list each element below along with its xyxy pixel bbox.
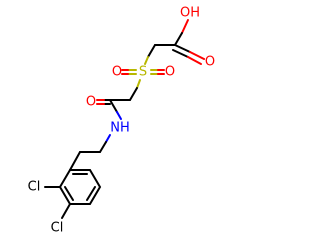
bond-ring-attach [69, 151, 81, 171]
bond-ring-cl-lower [61, 203, 71, 219]
atom-o-amide-label: O [86, 95, 96, 110]
atom-cl-lower-label: Cl [51, 221, 64, 236]
bond-ch2-s-b [144, 56, 149, 65]
atom-oh-label: OH [180, 6, 200, 21]
bond-c-n-a [109, 99, 118, 113]
atom-s-label: S [139, 65, 147, 80]
atom-nh-label: NH [110, 121, 130, 136]
bond-s-ch2-a [136, 79, 141, 89]
bond-s-ch2-b [129, 87, 138, 101]
bond-oh-c-b [174, 32, 183, 46]
bond-c-n-b [116, 111, 122, 120]
structure-canvas: OH O S O O O NH Cl Cl [27, 5, 216, 236]
atom-o-sulfonyl-left-label: O [112, 65, 122, 80]
bond-acid-c-o-a [174, 44, 191, 53]
bond-acid-c-o-double-a [172, 49, 189, 58]
bond-oh-c [181, 19, 189, 34]
ring-double-2 [86, 186, 96, 201]
ring-double-3 [64, 186, 74, 201]
atom-o-sulfonyl-right-label: O [165, 65, 175, 80]
atom-o-acid-label: O [205, 55, 215, 70]
atom-cl-upper-label: Cl [28, 180, 41, 195]
bond-ch2-s-a [147, 44, 156, 58]
bond-acid-c-o-double-b [187, 56, 202, 65]
bond-acid-c-o-b [189, 51, 205, 60]
molecule-structure: OH O S O O O NH Cl Cl [28, 6, 215, 236]
bond-n-ch2-b [99, 141, 107, 153]
bond-n-ch2-a [105, 134, 111, 143]
